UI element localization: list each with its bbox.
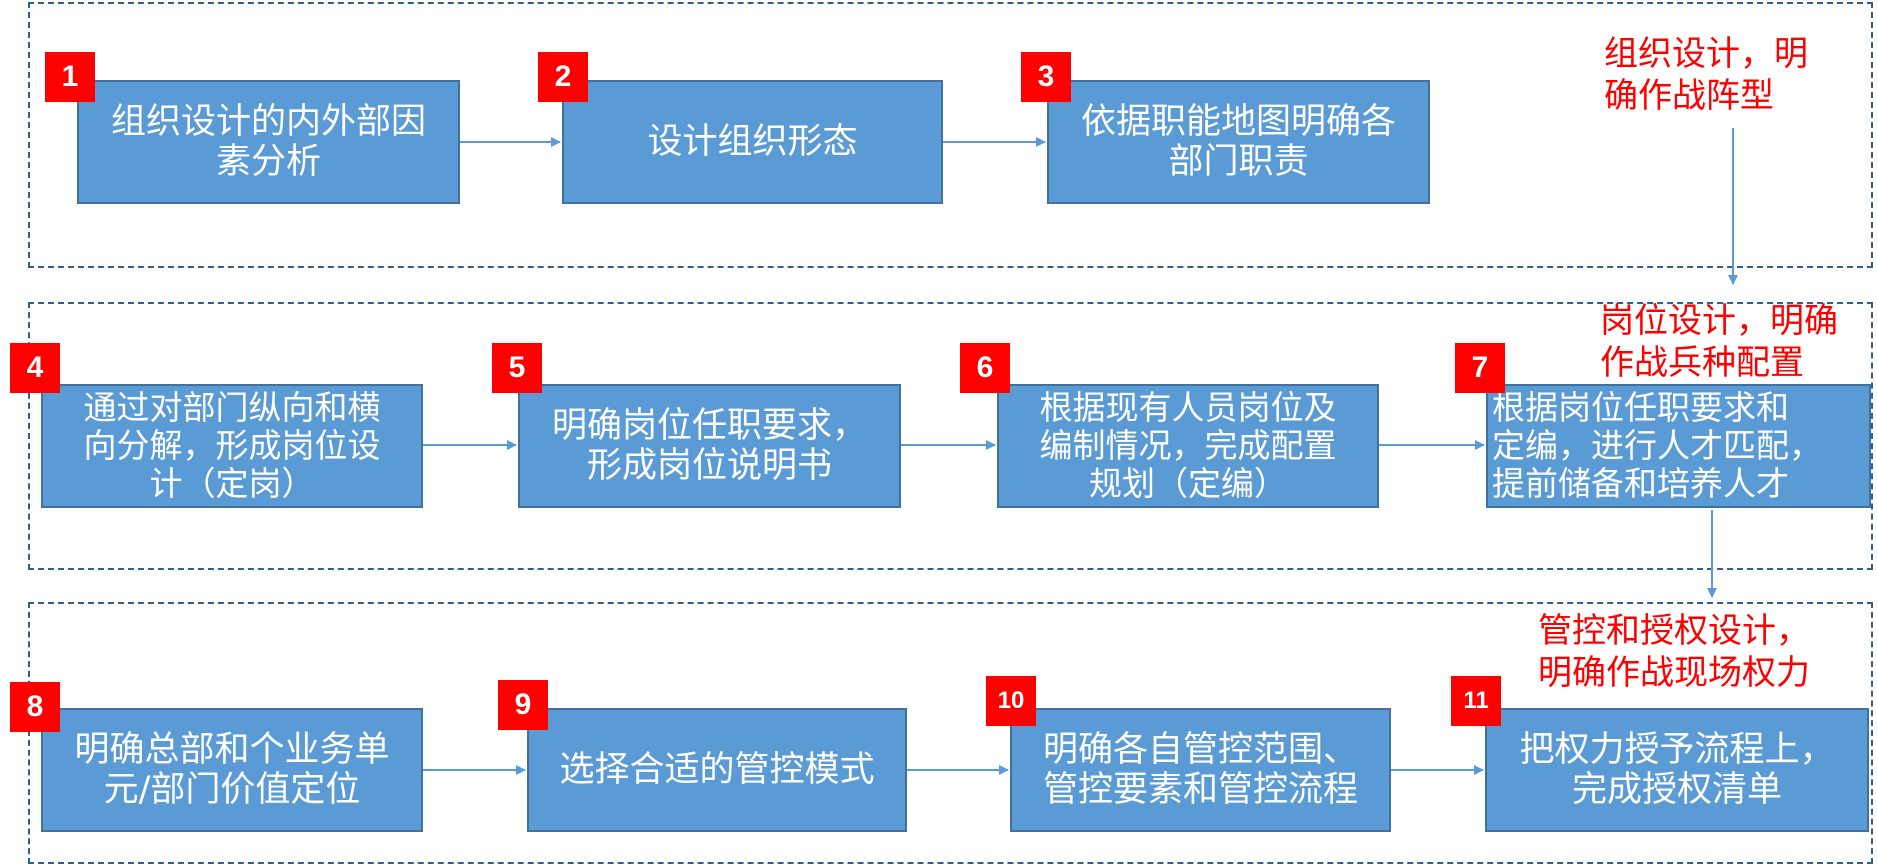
step-badge-1: 1 — [45, 52, 95, 102]
step-box-5: 明确岗位任职要求， 形成岗位说明书 — [518, 384, 901, 508]
step-badge-4: 4 — [10, 343, 60, 393]
step-box-11: 把权力授予流程上， 完成授权清单 — [1485, 708, 1869, 832]
group-note-organization-design: 组织设计，明 确作战阵型 — [1604, 34, 1808, 116]
step-badge-6: 6 — [960, 343, 1010, 393]
step-badge-8: 8 — [10, 682, 60, 732]
step-box-10: 明确各自管控范围、 管控要素和管控流程 — [1010, 708, 1391, 832]
step-box-9: 选择合适的管控模式 — [527, 708, 907, 832]
step-badge-2: 2 — [538, 52, 588, 102]
group-position-design — [28, 302, 1873, 570]
step-box-8: 明确总部和个业务单 元/部门价值定位 — [41, 708, 423, 832]
step-box-6: 根据现有人员岗位及 编制情况，完成配置 规划（定编） — [997, 384, 1379, 508]
step-box-7: 根据岗位任职要求和 定编，进行人才匹配， 提前储备和培养人才 — [1486, 384, 1871, 508]
step-badge-5: 5 — [492, 343, 542, 393]
step-badge-3: 3 — [1021, 52, 1071, 102]
step-box-3: 依据职能地图明确各 部门职责 — [1047, 80, 1430, 204]
step-badge-7: 7 — [1455, 343, 1505, 393]
step-badge-9: 9 — [498, 680, 548, 730]
group-note-control-authorization-design: 管控和授权设计， 明确作战现场权力 — [1538, 611, 1810, 693]
group-control-authorization-design — [28, 602, 1873, 864]
step-box-2: 设计组织形态 — [562, 80, 943, 204]
step-box-1: 组织设计的内外部因 素分析 — [77, 80, 460, 204]
group-note-position-design: 岗位设计，明确 作战兵种配置 — [1600, 301, 1838, 383]
step-badge-10: 10 — [986, 676, 1036, 726]
step-badge-11: 11 — [1451, 676, 1501, 726]
group-organization-design — [28, 2, 1873, 268]
step-box-4: 通过对部门纵向和横 向分解，形成岗位设 计（定岗） — [41, 384, 423, 508]
